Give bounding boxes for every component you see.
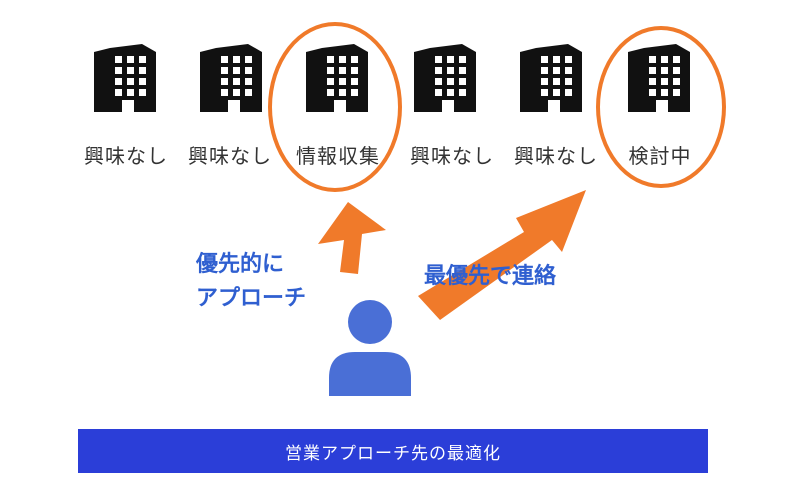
callout-priority-approach: 優先的に アプローチ	[196, 248, 306, 316]
company-status-label: 興味なし	[84, 144, 168, 168]
person-icon	[329, 300, 411, 396]
building-icon	[624, 42, 694, 114]
building-icon	[196, 42, 266, 114]
company-status-label: 興味なし	[188, 144, 272, 168]
callout-priority-line1: 優先的に	[196, 252, 285, 277]
building-icon	[90, 42, 160, 114]
company-status-label: 興味なし	[410, 144, 494, 168]
building-icon	[516, 42, 586, 114]
arrow-diagonal-to-considering	[418, 190, 586, 320]
callout-priority-line2: アプローチ	[196, 286, 307, 311]
footer-banner: 営業アプローチ先の最適化	[78, 429, 708, 473]
building-icon	[302, 42, 372, 114]
company-status-label: 検討中	[628, 144, 692, 168]
company-status-label: 興味なし	[514, 144, 598, 168]
arrow-up-to-info-gathering	[318, 202, 386, 274]
building-icon	[410, 42, 480, 114]
callout-top-priority-contact: 最優先で連絡	[424, 264, 557, 289]
company-status-label: 情報収集	[296, 144, 380, 168]
